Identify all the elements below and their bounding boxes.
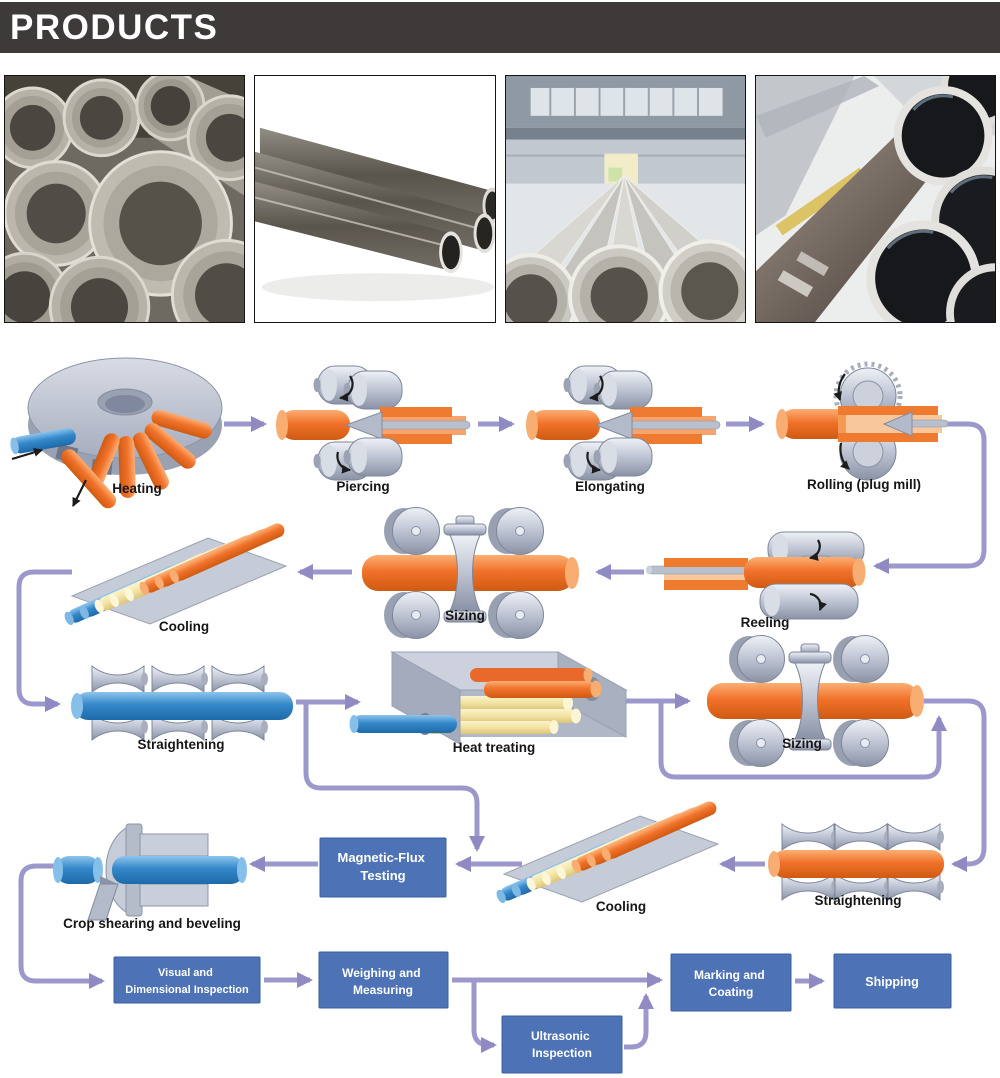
label-cooling2: Cooling	[596, 899, 646, 914]
label-rolling: Rolling (plug mill)	[807, 477, 921, 492]
station-sizing1: Sizing	[362, 507, 579, 639]
section-header: PRODUCTS	[0, 2, 1000, 53]
stacked-pipe-ends-photo	[4, 75, 246, 323]
seamless-pipes-photo	[254, 75, 496, 323]
weighing-measuring-box: Weighing and Measuring	[318, 951, 449, 1009]
station-elongating: Elongating	[526, 365, 721, 494]
label-elongating: Elongating	[575, 479, 645, 494]
station-cooling2: Cooling	[494, 798, 720, 914]
shipping-box: Shipping	[833, 953, 952, 1009]
station-piercing: Piercing	[276, 365, 471, 494]
product-gallery	[4, 75, 996, 323]
stacked-pipe-ends-image	[5, 76, 245, 322]
bundled-pipe-ends-photo	[754, 75, 996, 323]
pipe-warehouse-photo	[504, 75, 746, 323]
rotation-arrow-icon	[586, 451, 601, 474]
flow-connectors	[16, 416, 987, 1053]
page-title: PRODUCTS	[10, 8, 219, 47]
arrow-rolling-to-reeling	[873, 421, 987, 574]
process-flow-diagram: Heating Piercing	[10, 357, 987, 1074]
rotation-arrow-icon	[809, 539, 821, 561]
discharge-arrow-icon	[72, 479, 87, 507]
label-crop-shearing: Crop shearing and beveling	[63, 916, 241, 931]
arrow-ultrasonic-to-main-line	[624, 993, 654, 1050]
station-heating: Heating	[10, 357, 223, 509]
label-straightening1: Straightening	[138, 737, 225, 752]
pipe-warehouse-image	[505, 76, 745, 322]
station-rolling: Rolling (plug mill)	[776, 361, 949, 492]
label-sizing1: Sizing	[445, 608, 485, 623]
label-piercing: Piercing	[336, 479, 389, 494]
station-heat-treating: Heat treating	[349, 651, 628, 755]
station-sizing2: Sizing	[707, 635, 924, 767]
station-straightening2: Straightening	[768, 823, 945, 908]
arrow-crop-shearing-to-visual	[18, 863, 105, 989]
weighing-measuring-text: Weighing and Measuring	[342, 966, 424, 997]
marking-coating-box: Marking and Coating	[670, 953, 792, 1012]
station-reeling: Reeling	[646, 531, 866, 630]
visual-inspection-text: Visual and Dimensional Inspection	[125, 967, 249, 996]
station-crop-shearing: Crop shearing and beveling	[53, 823, 247, 931]
visual-inspection-box: Visual and Dimensional Inspection	[113, 956, 261, 1004]
station-straightening1: Straightening	[71, 665, 293, 752]
shipping-text: Shipping	[865, 975, 918, 989]
arrow-cooling1-to-straightening1	[16, 569, 72, 712]
feed-arrow-icon	[11, 447, 43, 461]
rotation-arrow-icon	[839, 442, 850, 470]
label-straightening2: Straightening	[815, 893, 902, 908]
label-cooling1: Cooling	[159, 619, 209, 634]
branch-to-ultrasonic	[471, 980, 497, 1053]
bypass-heat-treating-to-sizing2-outlet	[658, 701, 947, 780]
rotation-arrow-icon	[809, 592, 827, 611]
bypass-straightening1-to-testing	[303, 702, 485, 852]
rotation-arrow-icon	[589, 375, 604, 402]
station-cooling1: Cooling	[62, 520, 288, 634]
magnetic-flux-testing-text: Magnetic-Flux Testing	[337, 850, 428, 883]
label-sizing2: Sizing	[782, 736, 822, 751]
rotation-arrow-icon	[339, 375, 354, 402]
rotation-arrow-icon	[336, 451, 351, 474]
label-heating: Heating	[112, 481, 162, 496]
seamless-pipes-image	[255, 76, 495, 322]
magnetic-flux-testing-box: Magnetic-Flux Testing	[319, 837, 447, 898]
rotation-arrow-icon	[833, 373, 846, 401]
arrow-sizing2-to-straightening2	[921, 698, 987, 872]
label-heat-treating: Heat treating	[453, 740, 536, 755]
label-reeling: Reeling	[741, 615, 790, 630]
bundled-pipe-ends-image	[755, 76, 995, 322]
marking-coating-text: Marking and Coating	[694, 968, 768, 999]
ultrasonic-inspection-text: Ultrasonic Inspection	[531, 1029, 593, 1060]
ultrasonic-inspection-box: Ultrasonic Inspection	[501, 1015, 623, 1074]
